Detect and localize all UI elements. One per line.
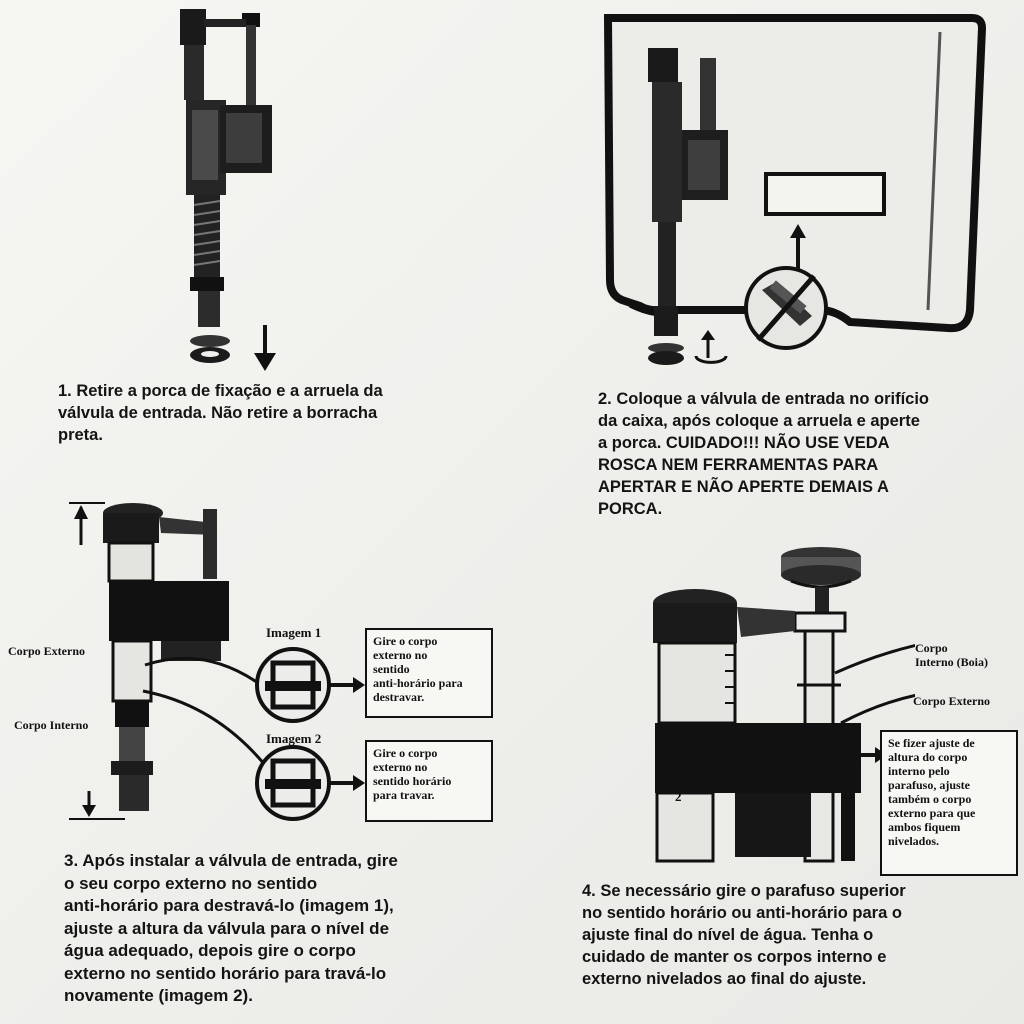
step3-label-outer-body: Corpo Externo: [8, 644, 85, 658]
step1-valve-illustration: [180, 9, 276, 371]
step3-image2-title: Imagem 2: [266, 731, 322, 746]
step3-caption: 3. Após instalar a válvula de entrada, g…: [64, 851, 398, 1005]
step3-image2-note: Gire o corpo externo no sentido horário …: [365, 740, 493, 822]
step3-image1-title: Imagem 1: [266, 625, 322, 640]
step3-image1-note: Gire o corpo externo no sentido anti-hor…: [365, 628, 493, 718]
step4-label-outer-body: Corpo Externo: [913, 694, 990, 708]
step4-scale-mark: 2: [675, 789, 682, 804]
step4-note: Se fizer ajuste de altura do corpo inter…: [880, 730, 1018, 876]
step3-label-inner-body: Corpo Interno: [14, 718, 89, 732]
step2-tank-illustration: [603, 14, 987, 365]
step3-valve-illustration: [69, 502, 365, 821]
step1-caption: 1. Retire a porca de fixação e a arruela…: [58, 382, 383, 444]
step2-caption: 2. Coloque a válvula de entrada no orifí…: [598, 390, 929, 518]
step4-valve-illustration: [653, 547, 915, 863]
step4-caption: 4. Se necessário gire o parafuso superio…: [582, 882, 906, 988]
step4-label-inner-float: Corpo Interno (Boia): [915, 641, 988, 669]
